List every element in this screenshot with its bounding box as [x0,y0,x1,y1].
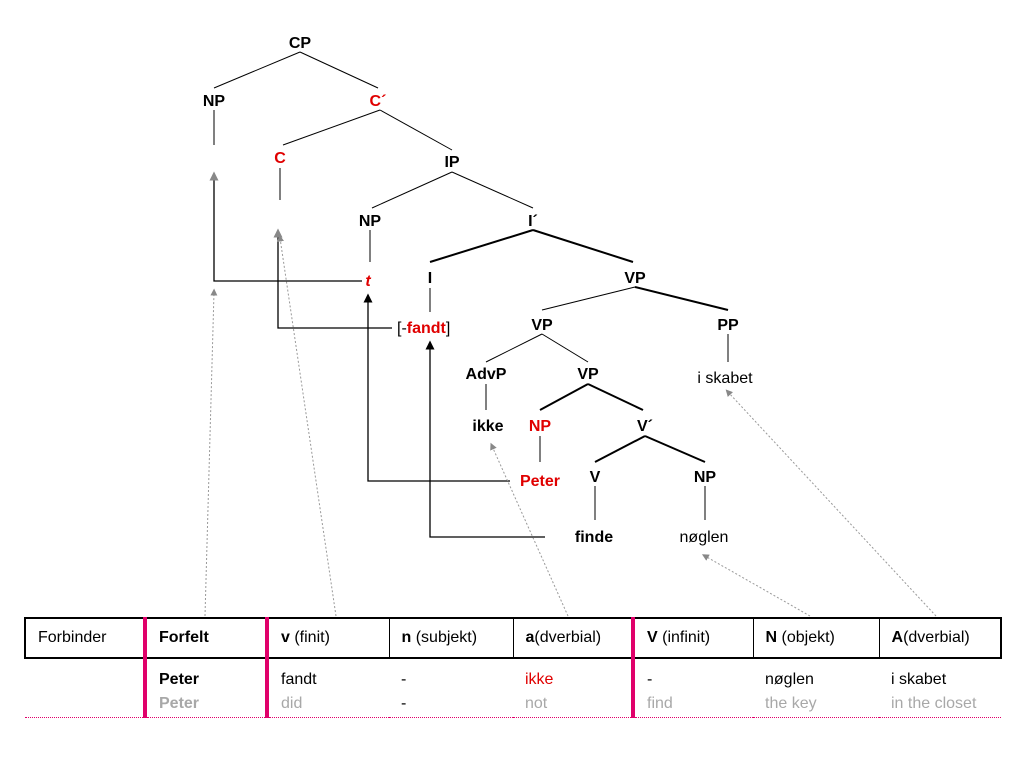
node-vp-top: VP [624,270,646,287]
tense-verb: fandt [407,320,447,337]
cell-danish-5: - [631,658,753,689]
leaf-i-skabet: i skabet [697,370,753,387]
table-header-row: Forbinder Forfelt v (finit) n (subjekt) … [24,617,1002,659]
node-advp: AdvP [466,366,507,383]
tree-branches-thin [213,51,729,520]
header-a-adverbial: a(dverbial) [512,617,633,659]
leaf-finde: finde [575,529,613,546]
node-v-bar: V´ [637,418,653,435]
node-v: V [590,469,601,486]
mapping-lines [204,234,937,617]
cell-danish-3: - [401,671,407,688]
cell-english-4: not [513,689,633,718]
header-n-subjekt: n (subjekt) [388,617,513,659]
trace-t: t [365,273,371,290]
movement-arrows [209,171,545,538]
node-np-spec: NP [203,93,226,110]
node-cp: CP [289,35,312,52]
header-n-objekt: N (objekt) [752,617,879,659]
cell-danish-0 [25,658,145,689]
cell-english-1: Peter [143,689,267,718]
node-c-bar: C´ [370,93,387,110]
cell-english-0 [25,689,145,718]
node-i: I [428,270,432,287]
node-ip: IP [444,154,459,171]
cell-danish-6: nøglen [765,671,814,688]
cell-english-7: in the closet [879,689,1001,718]
cell-danish-2: fandt [265,658,389,689]
node-c: C [274,150,286,167]
cell-english-2: did [265,689,389,718]
header-a-adverbial-2: A(dverbial) [878,617,1002,659]
cell-english-5: find [631,689,753,718]
tense-open: [- [397,320,407,337]
tense-feature: [-fandt] [397,320,450,337]
tree-branches-thick [429,229,729,463]
node-np-red: NP [529,418,552,435]
node-np-subj: NP [359,213,382,230]
node-i-bar: I´ [528,213,538,230]
cell-english-3: - [389,689,513,718]
leaf-ikke: ikke [472,418,503,435]
node-vp-mid: VP [531,317,553,334]
node-np-obj: NP [694,469,717,486]
cell-danish-7: i skabet [891,671,947,688]
node-vp-low: VP [577,366,599,383]
header-forbinder: Forbinder [24,617,145,659]
tense-close: ] [446,320,450,337]
header-v-finit: v (finit) [265,617,389,659]
cell-danish-1: Peter [143,658,267,689]
field-table: Forbinder Forfelt v (finit) n (subjekt) … [24,617,1002,718]
leaf-peter: Peter [520,473,560,490]
table-row: Peter did - not find the key in the clos… [25,689,1001,718]
header-forfelt: Forfelt [143,617,267,659]
cell-english-6: the key [753,689,879,718]
node-pp: PP [717,317,739,334]
cell-danish-4: ikke [525,671,554,688]
header-v-infinit: V (infinit) [631,617,753,659]
leaf-noglen: nøglen [680,529,729,546]
table-row: Peter fandt - ikke - nøglen i skabet [25,658,1001,689]
